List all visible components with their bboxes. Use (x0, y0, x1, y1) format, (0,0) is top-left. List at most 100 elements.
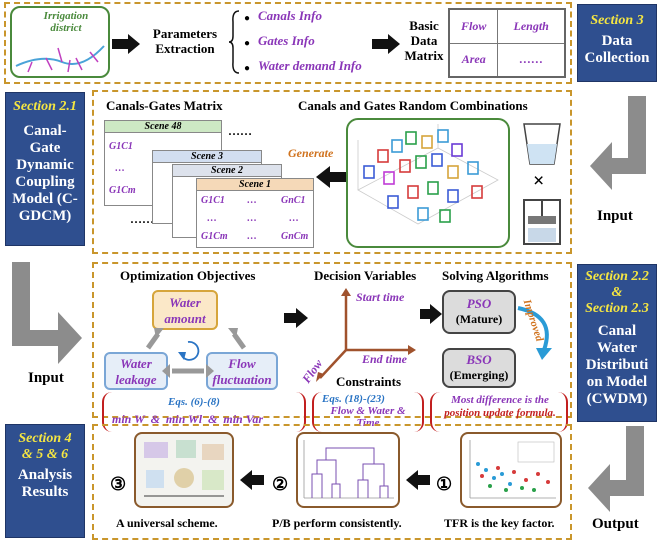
matrix-cell-length: Length (497, 8, 566, 44)
matrix-cell-ellipsis: …… (497, 42, 566, 78)
scene-1-cell-dots-2: … (207, 213, 217, 224)
result-2-label: P/B perform consistently. (272, 516, 402, 530)
arrow-right-icon (420, 304, 442, 324)
end-time-label: End time (362, 352, 408, 366)
bso-box: BSO (Emerging) (442, 348, 516, 388)
sluice-gate-icon (523, 199, 561, 245)
result-1-thumbnail (460, 432, 562, 508)
flow-fluctuation-label: Flow fluctuation (212, 356, 272, 387)
section-2-3-title: Section 2.3 (585, 301, 649, 316)
section-2-2-2-3-box: Section 2.2 & Section 2.3 Canal Water Di… (577, 264, 657, 422)
bullet-water-demand-info: Water demand Info (258, 58, 362, 73)
improved-curve-arrow (517, 306, 552, 360)
scene-1-cell-dots-5: … (247, 231, 257, 242)
objectives-formula: min W & min Wl & min Var (112, 412, 264, 426)
section-2-1-body: Canal-Gate Dynamic Coupling Model (C-GDC… (12, 123, 78, 224)
section-4-5-6-title: Section 4 & 5 & 6 (18, 431, 72, 462)
pso-box: PSO (Mature) (442, 290, 516, 334)
difference-bracket (430, 392, 568, 432)
water-amount-label: Water amount (164, 295, 206, 326)
parameters-extraction-label: Parameters Extraction (152, 26, 218, 56)
scene-48-cell-g1c1: G1C1 (109, 141, 133, 152)
section-3-body: Data Collection (584, 33, 650, 66)
input-label-left: Input (28, 370, 64, 386)
dendrogram-chart-thumbnail (303, 440, 394, 499)
decision-variables-title: Decision Variables (314, 268, 417, 283)
eqs-6-8-label: Eqs. (6)-(8) (168, 396, 220, 408)
input-label-right: Input (597, 208, 633, 224)
decision-axes (316, 288, 416, 382)
section-amp: & (611, 285, 623, 300)
scene-2-header: Scene 2 (173, 165, 281, 177)
result-2-number: ② (272, 474, 289, 494)
arrow-left-icon (240, 470, 264, 490)
output-label: Output (592, 516, 639, 532)
cwdm-panel (92, 262, 572, 418)
section-3-title: Section 3 (590, 13, 644, 28)
difference-text-b: position update (444, 407, 514, 419)
water-leakage-box: Water leakage (104, 352, 168, 390)
arrow-left-icon (316, 166, 346, 188)
objectives-formula-bracket (102, 392, 306, 432)
scene-1-cell-dots-4: … (289, 213, 299, 224)
scene-1-cell-dots-1: … (247, 195, 257, 206)
solving-algorithms-title: Solving Algorithms (442, 268, 549, 283)
scene-48-cell-g1cm: G1Cm (109, 185, 136, 196)
universal-scheme-illustration (144, 440, 224, 497)
objectives-connector-arrows (145, 328, 247, 378)
scene-1-cell-g1cm: G1Cm (201, 231, 228, 242)
result-3-thumbnail (134, 432, 234, 508)
brace-icon (228, 10, 240, 74)
section-2-1-box: Section 2.1 Canal-Gate Dynamic Coupling … (5, 92, 85, 246)
constraints-bracket (312, 392, 424, 432)
flow-fluctuation-box: Flow fluctuation (206, 352, 278, 390)
scene-1-header: Scene 1 (197, 179, 313, 191)
water-leakage-label: Water leakage (115, 356, 157, 387)
arrow-right-icon (372, 34, 400, 54)
section-2-2-2-3-body: Canal Water Distributi on Model (CWDM) (585, 323, 649, 407)
results-panel (92, 424, 572, 540)
generate-label: Generate (288, 146, 334, 160)
matrix-cell-area: Area (448, 42, 499, 78)
optimization-objectives-title: Optimization Objectives (120, 268, 256, 283)
section-4-5-6-body: Analysis Results (17, 467, 73, 500)
input-arrow-left-icon (12, 262, 82, 364)
scene-48-cell-dots: … (115, 163, 125, 174)
start-time-label: Start time (356, 290, 405, 304)
scene-1-cell-gncm: GnCm (281, 231, 309, 242)
section-2-1-title: Section 2.1 (13, 99, 77, 114)
arrow-right-icon (284, 308, 308, 328)
input-arrow-right-icon (590, 96, 646, 190)
tfr-scatter-thumbnail (469, 440, 556, 499)
constraints-body: Flow & Water & Time (330, 405, 406, 429)
result-3-label: A universal scheme. (116, 516, 218, 530)
scene-1-cell-g1c1: G1C1 (201, 195, 225, 206)
scene-1-cell-gnc1: GnC1 (281, 195, 306, 206)
scene-48-header: Scene 48 (105, 121, 221, 133)
difference-text-a: Most difference is the (451, 394, 549, 406)
matrix-cell-flow: Flow (448, 8, 499, 44)
irrigation-district-box: Irrigation district (10, 6, 110, 78)
irrigation-network-icon (15, 45, 105, 73)
arrow-left-icon (406, 470, 430, 490)
pso-sub-label: (Mature) (455, 312, 503, 326)
basic-data-matrix-label: Basic Data Matrix (404, 18, 444, 63)
section-2-2-title: Section 2.2 (585, 269, 649, 284)
result-1-label: TFR is the key factor. (444, 516, 555, 530)
difference-text: Most difference is the position update f… (436, 394, 564, 420)
scene-1-card: Scene 1 G1C1 … GnC1 … … … G1Cm … GnCm (196, 178, 314, 248)
output-arrow-icon (588, 426, 644, 512)
section-4-5-6-box: Section 4 & 5 & 6 Analysis Results (5, 424, 85, 538)
combinations-3d-plot (357, 124, 499, 225)
irrigation-district-label: Irrigation district (43, 10, 89, 34)
section-3-box: Section 3 Data Collection (577, 4, 657, 82)
result-1-number: ① (436, 474, 453, 494)
water-amount-box: Water amount (152, 290, 218, 330)
basic-data-matrix: Flow Length Area …… (448, 8, 566, 78)
result-2-thumbnail (296, 432, 400, 508)
data-collection-panel (4, 2, 572, 84)
arrow-right-icon (112, 34, 140, 54)
scene-1-cell-dots-3: … (247, 213, 257, 224)
bullet-canals-info: Canals Info (258, 8, 322, 23)
bullet-gates-info: Gates Info (258, 33, 315, 48)
